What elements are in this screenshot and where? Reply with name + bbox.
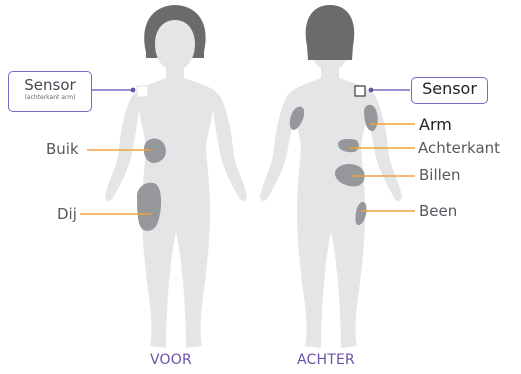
front-sensor-callout: Sensor (achterkant arm)	[8, 71, 92, 112]
front-caption: VOOR	[150, 352, 192, 368]
back-hair	[306, 5, 355, 60]
thigh-label: Dij	[57, 205, 77, 223]
front-silhouette	[105, 20, 247, 348]
belly-label: Buik	[46, 140, 79, 158]
front-sensor-marker	[137, 86, 148, 97]
back-silhouette	[260, 20, 402, 348]
front-sensor-dot	[131, 88, 136, 93]
back-caption: ACHTER	[297, 352, 355, 368]
back-sensor-title: Sensor	[412, 80, 487, 98]
front-sensor-title: Sensor	[9, 76, 91, 94]
back-label: Achterkant	[418, 139, 500, 157]
back-sensor-dot	[369, 88, 374, 93]
buttocks-label: Billen	[419, 166, 461, 184]
front-sensor-subtitle: (achterkant arm)	[9, 94, 91, 102]
front-figure	[105, 5, 247, 348]
back-sensor-marker	[355, 86, 365, 96]
back-sensor-callout: Sensor	[411, 77, 488, 104]
leg-label: Been	[419, 202, 457, 220]
arm-label: Arm	[419, 115, 452, 134]
